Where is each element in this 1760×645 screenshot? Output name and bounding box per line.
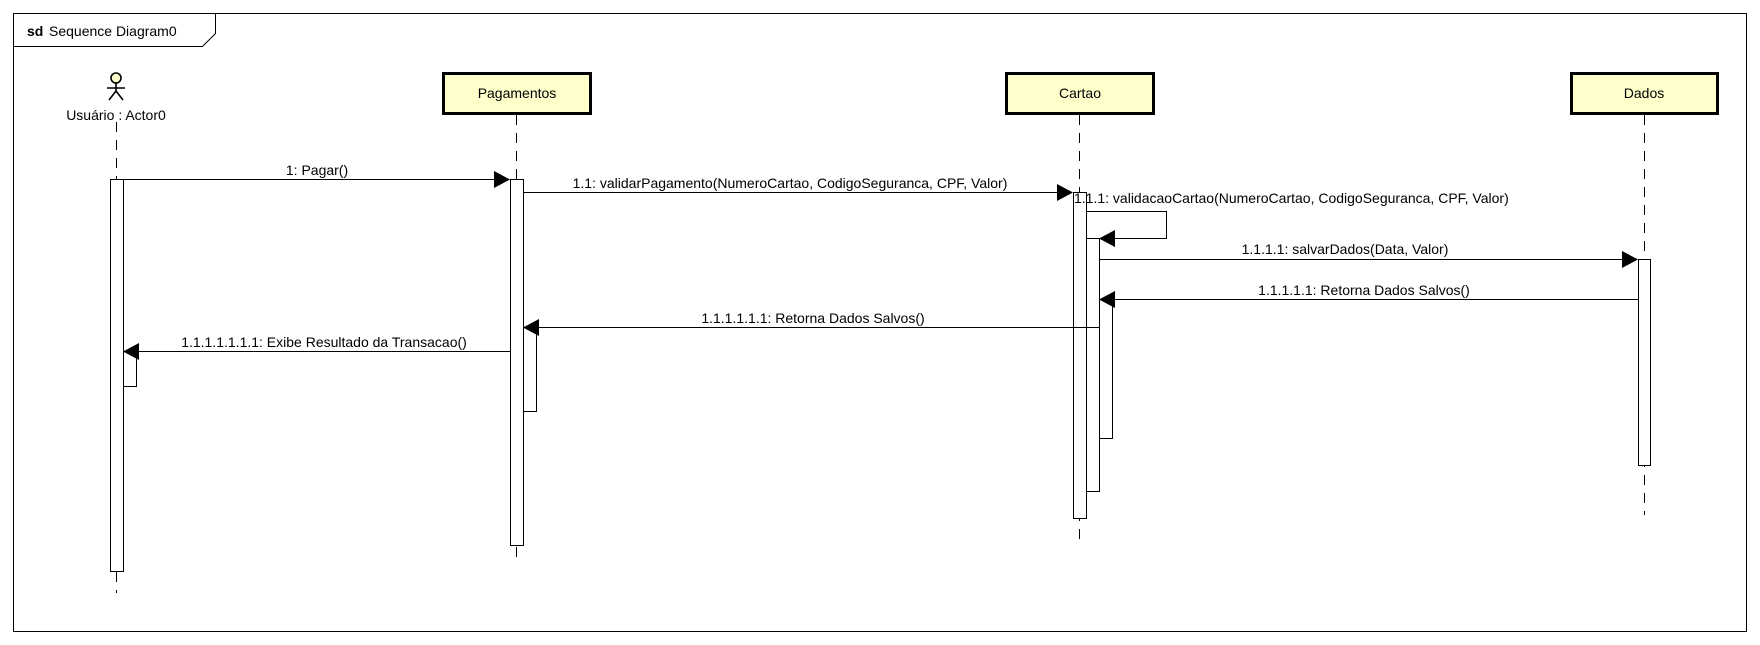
- message-pagar[interactable]: 1: Pagar(): [123, 162, 510, 188]
- frame-tab: [13, 13, 216, 47]
- message-label: 1.1.1.1.1.1: Retorna Dados Salvos(): [701, 310, 924, 326]
- activation-pagamentos-nested[interactable]: [523, 327, 537, 412]
- activation-dados[interactable]: [1638, 259, 1651, 466]
- arrowhead-icon: [1099, 230, 1115, 247]
- arrowhead-icon: [1099, 291, 1115, 308]
- arrowhead-icon: [1057, 184, 1073, 201]
- message-validar-pagamento[interactable]: 1.1: validarPagamento(NumeroCartao, Codi…: [523, 175, 1073, 201]
- activation-pagamentos-main[interactable]: [510, 179, 524, 546]
- diagram-frame: [13, 13, 1747, 632]
- message-label: 1: Pagar(): [286, 162, 348, 178]
- frame-title: Sequence Diagram0: [49, 23, 177, 39]
- message-label: 1.1.1.1: salvarDados(Data, Valor): [1242, 241, 1449, 257]
- lifeline-dados-label: Dados: [1624, 85, 1664, 101]
- actor-icon: [107, 72, 125, 101]
- message-label: 1.1.1.1.1: Retorna Dados Salvos(): [1258, 282, 1470, 298]
- lifeline-cartao-label: Cartao: [1059, 85, 1101, 101]
- message-retorna-dados-cartao[interactable]: 1.1.1.1.1: Retorna Dados Salvos(): [1099, 282, 1638, 308]
- lifeline-dados-head[interactable]: Dados: [1570, 72, 1719, 115]
- lifeline-pagamentos-head[interactable]: Pagamentos: [442, 72, 592, 115]
- lifeline-cartao-head[interactable]: Cartao: [1005, 72, 1155, 115]
- activation-cartao-self[interactable]: [1086, 238, 1100, 492]
- arrowhead-icon: [123, 343, 139, 360]
- message-label: 1.1.1.1.1.1.1: Exibe Resultado da Transa…: [181, 334, 467, 350]
- activation-actor-main[interactable]: [110, 179, 124, 572]
- message-salvar-dados[interactable]: 1.1.1.1: salvarDados(Data, Valor): [1099, 241, 1638, 268]
- message-validacao-cartao[interactable]: 1.1.1: validacaoCartao(NumeroCartao, Cod…: [1074, 190, 1509, 247]
- message-retorna-dados-pagamentos[interactable]: 1.1.1.1.1.1: Retorna Dados Salvos(): [523, 310, 1099, 336]
- lifeline-actor-label[interactable]: Usuário : Actor0: [66, 107, 166, 123]
- lifeline-pagamentos-label: Pagamentos: [478, 85, 557, 101]
- activation-cartao-main[interactable]: [1073, 192, 1087, 519]
- arrowhead-icon: [523, 319, 539, 336]
- activation-cartao-return[interactable]: [1099, 299, 1113, 439]
- message-exibe-resultado[interactable]: 1.1.1.1.1.1.1: Exibe Resultado da Transa…: [123, 334, 510, 360]
- arrowhead-icon: [1622, 251, 1638, 268]
- message-label: 1.1.1: validacaoCartao(NumeroCartao, Cod…: [1074, 190, 1509, 206]
- message-label: 1.1: validarPagamento(NumeroCartao, Codi…: [573, 175, 1008, 191]
- arrowhead-icon: [494, 171, 510, 188]
- frame-keyword: sd: [27, 23, 43, 39]
